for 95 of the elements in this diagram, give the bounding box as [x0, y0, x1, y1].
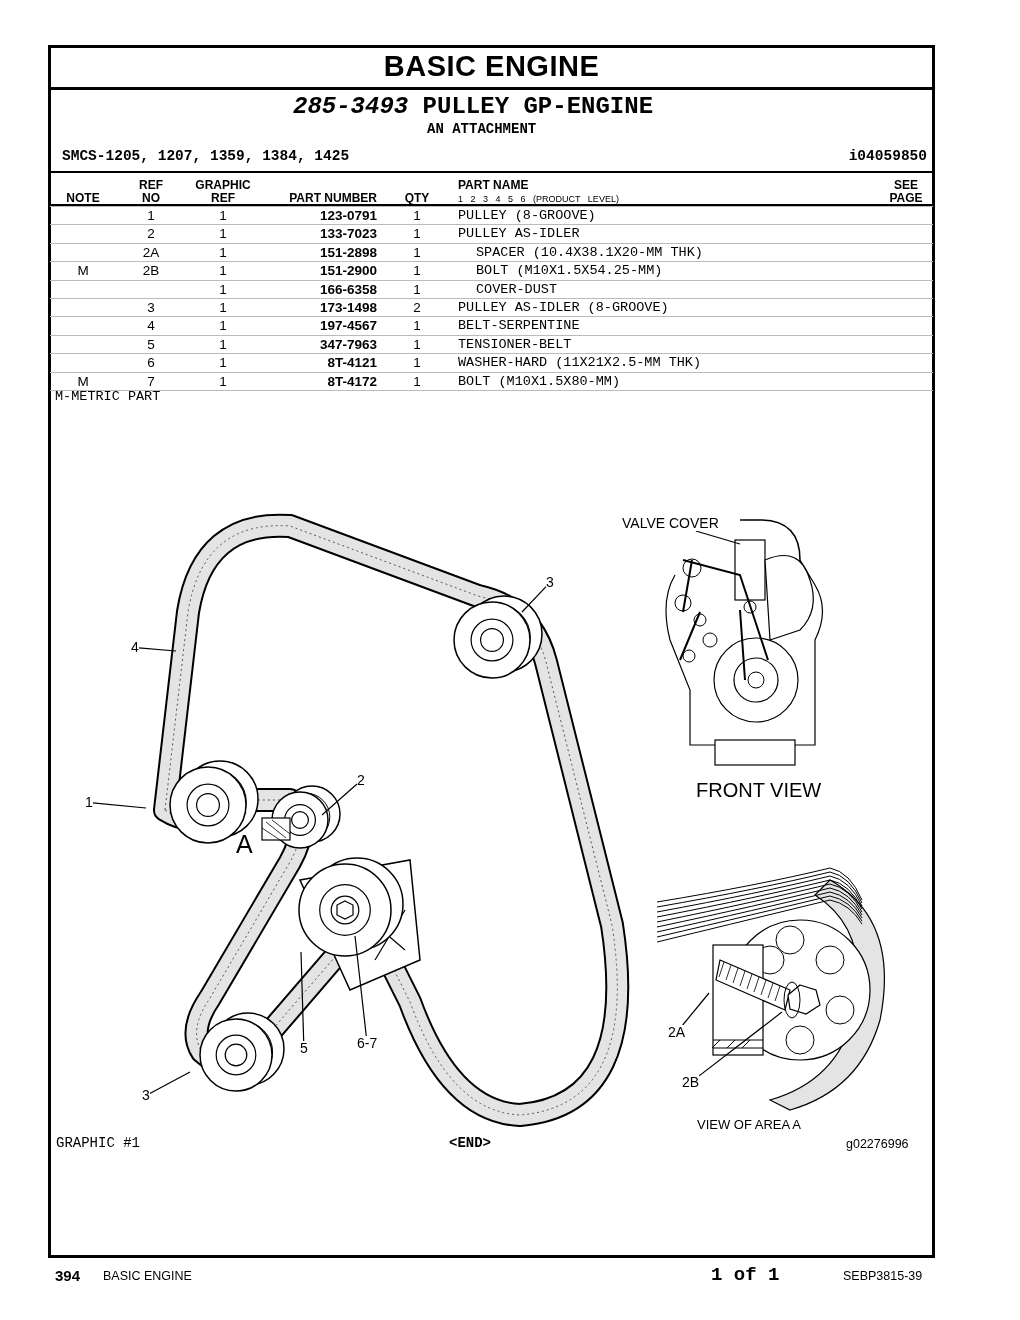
- callout-number: 3: [546, 575, 554, 590]
- table-cell-text: 1: [218, 336, 228, 353]
- section-name: BASIC ENGINE: [103, 1269, 192, 1283]
- table-cell-text: BELT-SERPENTINE: [458, 318, 581, 335]
- subtitle: AN ATTACHMENT: [427, 121, 537, 137]
- table-cell-text: 2: [146, 226, 156, 243]
- table-cell-text: 2B: [141, 263, 161, 280]
- leader-line: [149, 1071, 191, 1094]
- leader-line: [321, 783, 358, 816]
- table-cell-text: 5: [146, 336, 156, 353]
- leader-line: [682, 992, 710, 1026]
- table-cell-text: 1: [412, 355, 422, 372]
- table-cell-text: 1: [218, 208, 228, 224]
- table-cell-text: 1: [218, 281, 228, 298]
- table-cell-text: 4: [146, 318, 156, 335]
- callout-number: 2B: [682, 1075, 700, 1090]
- leader-line: [698, 1011, 783, 1077]
- table-cell-text: 1: [412, 336, 422, 353]
- table-cell-text: 347-7963: [318, 336, 377, 353]
- table-cell-text: M: [76, 263, 90, 280]
- table-cell-text: SPACER (10.4X38.1X20-MM THK): [476, 244, 704, 261]
- table-cell-text: PULLEY AS-IDLER (8-GROOVE): [458, 299, 670, 316]
- leader-line: [92, 802, 147, 809]
- callout-number: 2A: [668, 1025, 686, 1040]
- table-cell-text: 2: [412, 299, 422, 316]
- view-marker: A: [236, 830, 253, 859]
- callout-number: 6-7: [357, 1036, 378, 1051]
- leader-line: [695, 530, 741, 545]
- footnote: M-METRIC PART: [55, 389, 161, 404]
- column-header: NOTE: [65, 191, 101, 204]
- table-cell-text: 1: [412, 281, 422, 298]
- leader-line: [138, 647, 177, 652]
- table-cell-text: 6: [146, 355, 156, 372]
- smcs-codes: SMCS-1205, 1207, 1359, 1384, 1425: [62, 148, 350, 164]
- table-cell-text: 1: [218, 244, 228, 261]
- table-cell-text: 1: [412, 318, 422, 335]
- table-cell-text: M: [76, 373, 90, 390]
- table-cell-text: 1: [218, 226, 228, 243]
- table-cell-text: 7: [146, 373, 156, 390]
- table-cell-text: 1: [218, 373, 228, 390]
- table-cell-text: 166-6358: [318, 281, 377, 298]
- table-cell-text: 2A: [141, 244, 161, 261]
- leader-line: [521, 586, 547, 613]
- leader-line: [300, 951, 305, 1042]
- table-cell-text: PULLEY AS-IDLER: [458, 226, 581, 243]
- callout-number: 2: [357, 773, 365, 788]
- column-header: GRAPHIC REF: [195, 179, 251, 204]
- table-cell-text: 151-2900: [318, 263, 377, 280]
- table-cell-text: 173-1498: [318, 299, 377, 316]
- table-cell-text: 1: [218, 263, 228, 280]
- column-header: PART NAME: [458, 178, 530, 191]
- document-number: SEBP3815-39: [843, 1269, 923, 1283]
- column-header: PART NUMBER: [288, 191, 377, 204]
- page-title: BASIC ENGINE: [382, 50, 601, 83]
- table-cell-text: 1: [412, 244, 422, 261]
- callout-number: 5: [300, 1041, 308, 1056]
- table-cell-text: 1: [146, 208, 156, 224]
- column-header: QTY: [403, 191, 431, 204]
- illustration-id: i04059850: [848, 148, 927, 164]
- callout-number: 3: [142, 1088, 150, 1103]
- table-cell-text: COVER-DUST: [476, 281, 558, 298]
- column-header: SEE PAGE: [888, 179, 924, 204]
- table-cell-text: 151-2898: [318, 244, 377, 261]
- view-caption: VIEW OF AREA A: [697, 1117, 802, 1132]
- column-header: 1 2 3 4 5 6 (PRODUCT LEVEL): [458, 194, 619, 204]
- graphic-label: GRAPHIC #1: [56, 1135, 140, 1151]
- table-cell-text: 1: [412, 226, 422, 243]
- group-title: 285-3493 PULLEY GP-ENGINE: [293, 93, 654, 120]
- table-cell-text: 1: [218, 318, 228, 335]
- table-cell-text: 1: [412, 373, 422, 390]
- table-cell-text: 1: [218, 355, 228, 372]
- page-count: 1 of 1: [711, 1264, 780, 1286]
- view-caption: FRONT VIEW: [696, 779, 822, 802]
- leader-line: [354, 935, 367, 1037]
- column-header: REF NO: [138, 179, 164, 204]
- table-cell-text: 1: [412, 208, 422, 224]
- table-cell-text: BOLT (M10X1.5X80-MM): [458, 373, 622, 390]
- callout-number: 4: [131, 640, 139, 655]
- table-cell-text: BOLT (M10X1.5X54.25-MM): [476, 263, 664, 280]
- table-cell-text: PULLEY (8-GROOVE): [458, 208, 597, 224]
- end-marker: <END>: [449, 1135, 491, 1151]
- table-cell-text: 3: [146, 299, 156, 316]
- table-cell-text: 197-4567: [318, 318, 377, 335]
- graphic-id: g02276996: [846, 1137, 909, 1151]
- table-cell-text: 8T-4172: [326, 373, 377, 390]
- table-cell-text: 1: [412, 263, 422, 280]
- table-cell-text: 8T-4121: [326, 355, 377, 372]
- table-cell-text: WASHER-HARD (11X21X2.5-MM THK): [458, 355, 703, 372]
- table-cell-text: 133-7023: [318, 226, 377, 243]
- table-cell-text: 1: [218, 299, 228, 316]
- callout-number: 1: [85, 795, 93, 810]
- callout-label: VALVE COVER: [622, 516, 719, 531]
- page-number: 394: [55, 1267, 81, 1284]
- table-cell-text: 123-0791: [318, 208, 377, 224]
- table-cell-text: TENSIONER-BELT: [458, 336, 573, 353]
